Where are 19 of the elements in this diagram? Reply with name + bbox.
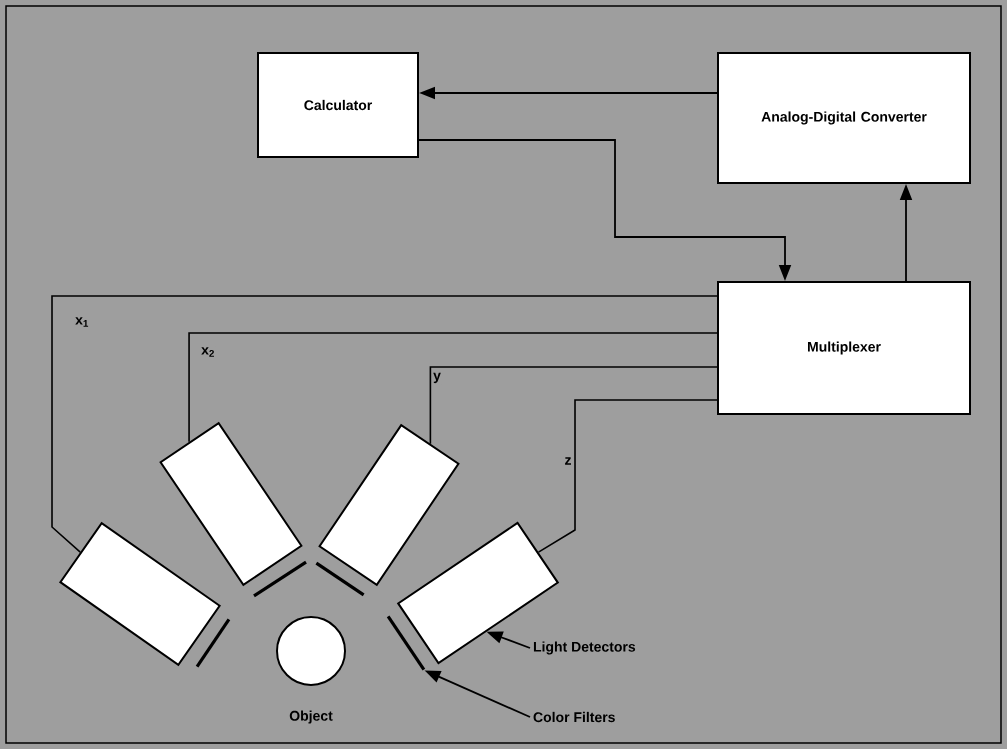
object-circle	[276, 616, 346, 686]
wire	[188, 332, 718, 443]
wire	[429, 366, 718, 445]
process-box: Analog-Digital Converter	[717, 52, 971, 184]
callout-text: Light Detectors	[533, 641, 636, 655]
edge-label: y	[432, 371, 442, 385]
color-filter	[253, 560, 307, 598]
process-box: Calculator	[257, 52, 419, 158]
color-filter	[195, 618, 231, 668]
edge-label: z	[563, 456, 573, 466]
edge-label: x$_{1}$	[74, 316, 90, 328]
color-filter	[315, 561, 365, 597]
callout-text: Color Filters	[533, 711, 615, 723]
object-label: Object	[289, 710, 333, 724]
wire	[51, 295, 718, 553]
process-box: Multiplexer	[717, 281, 971, 415]
color-filter	[386, 615, 426, 671]
wire	[537, 399, 718, 553]
edge-label: x$_{2}$	[200, 346, 216, 358]
